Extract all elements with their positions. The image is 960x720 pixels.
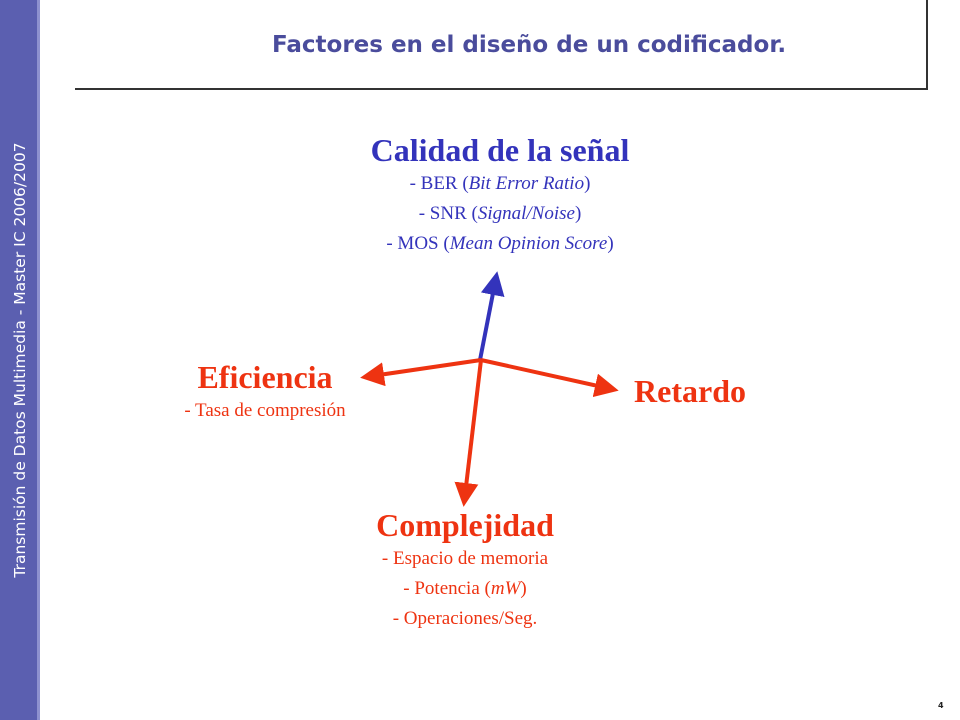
complejidad-heading: Complejidad	[376, 507, 554, 543]
page-number: 4	[938, 701, 944, 710]
arrow-calidad	[478, 271, 505, 361]
retardo-block: Retardo	[610, 372, 770, 410]
arrow-retardo	[480, 358, 619, 398]
complejidad-item-potencia: - Potencia (mW)	[403, 578, 527, 599]
arrow-eficiencia	[360, 358, 482, 387]
eficiencia-block: Eficiencia - Tasa de compresión	[130, 358, 400, 426]
calidad-item-ber: - BER (Bit Error Ratio)	[409, 173, 591, 194]
complejidad-block: Complejidad - Espacio de memoria - Poten…	[300, 506, 630, 634]
slide-title: Factores en el diseño de un codificador.	[272, 32, 787, 58]
calidad-block: Calidad de la señal - BER (Bit Error Rat…	[300, 131, 700, 259]
complejidad-item-memoria: - Espacio de memoria	[381, 548, 549, 569]
calidad-item-mos: - MOS (Mean Opinion Score)	[386, 233, 614, 254]
eficiencia-item-tasa: - Tasa de compresión	[184, 400, 346, 421]
header-divider	[75, 88, 928, 90]
header-vertical-divider	[926, 0, 928, 90]
complejidad-item-operaciones: - Operaciones/Seg.	[392, 608, 538, 629]
arrow-complejidad	[454, 359, 483, 507]
calidad-item-snr: - SNR (Signal/Noise)	[418, 203, 582, 224]
retardo-heading: Retardo	[634, 373, 746, 409]
sidebar: Transmisión de Datos Multimedia - Master…	[0, 0, 40, 720]
calidad-heading: Calidad de la señal	[370, 132, 630, 168]
eficiencia-heading: Eficiencia	[197, 359, 333, 395]
